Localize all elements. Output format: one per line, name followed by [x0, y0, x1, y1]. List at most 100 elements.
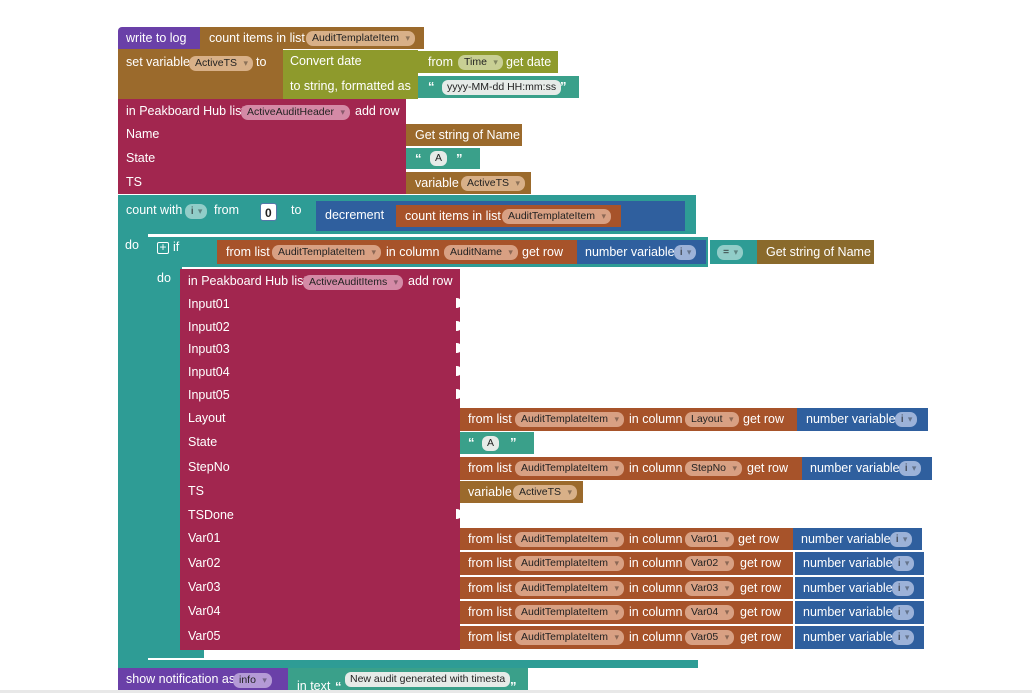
number-variable-dropdown[interactable]: i	[892, 605, 915, 620]
number-variable-dropdown[interactable]: i	[890, 532, 913, 547]
number-variable-dropdown[interactable]: i	[674, 245, 697, 260]
loop-var-dropdown[interactable]: i	[185, 204, 208, 219]
hub-items-add-row-label: add row	[408, 274, 453, 288]
row-var03-number-variable[interactable]: number variable i	[795, 577, 924, 599]
row-layout-number-variable[interactable]: number variable i	[797, 408, 928, 431]
format-label: to string, formatted as	[290, 79, 411, 93]
row-list-dropdown[interactable]: AuditTemplateItem	[515, 581, 624, 596]
row-var03-block[interactable]: from list AuditTemplateItem in column Va…	[460, 577, 793, 599]
open-quote-icon: “	[335, 679, 342, 693]
compare-operator-block[interactable]: =	[710, 240, 757, 264]
write-to-log-block[interactable]: write to log	[118, 27, 200, 49]
show-notification-label: show notification as	[126, 672, 236, 686]
hub-items-add-row-block[interactable]: in Peakboard Hub list ActiveAuditItems a…	[180, 269, 460, 650]
get-row-label: get row	[740, 605, 781, 619]
get-row-label: get row	[740, 581, 781, 595]
time-dropdown[interactable]: Time	[458, 55, 503, 70]
items-state-text-block[interactable]: “ A ”	[460, 432, 534, 454]
from-time-block[interactable]: from Time get date	[418, 51, 558, 73]
header-field-state: State	[126, 151, 156, 165]
from-list-label: from list	[468, 630, 512, 644]
number-variable-dropdown[interactable]: i	[899, 461, 922, 476]
from-label: from	[428, 55, 453, 69]
convert-date-block[interactable]: Convert date to string, formatted as	[283, 50, 418, 99]
row-var01-block[interactable]: from list AuditTemplateItem in column Va…	[460, 528, 793, 550]
condition-list-dropdown[interactable]: AuditTemplateItem	[272, 245, 381, 260]
notification-text-field[interactable]: New audit generated with timesta	[345, 672, 511, 687]
row-column-dropdown[interactable]: Var03	[685, 581, 735, 596]
row-list-dropdown[interactable]: AuditTemplateItem	[515, 461, 624, 476]
show-notification-block[interactable]: show notification as info	[118, 668, 288, 693]
items-variable-ts-block[interactable]: variable ActiveTS	[460, 481, 583, 503]
condition-number-variable-block[interactable]: number variable i	[577, 240, 706, 264]
row-column-dropdown[interactable]: Var02	[685, 556, 735, 571]
items-field-input05: Input05	[188, 388, 230, 402]
notification-type-dropdown[interactable]: info	[233, 673, 272, 688]
items-field-state: State	[188, 435, 218, 449]
set-variable-dropdown[interactable]: ActiveTS	[189, 56, 254, 71]
loop-to-label: to	[291, 203, 302, 217]
row-var02-block[interactable]: from list AuditTemplateItem in column Va…	[460, 552, 793, 575]
condition-row-block[interactable]: from list AuditTemplateItem in column Au…	[217, 240, 577, 264]
decrement-label: decrement	[325, 208, 385, 222]
in-column-label: in column	[629, 630, 683, 644]
hub-header-list-dropdown[interactable]: ActiveAuditHeader	[241, 105, 350, 120]
from-list-label: from list	[468, 605, 512, 619]
number-variable-dropdown[interactable]: i	[892, 581, 915, 596]
row-column-dropdown[interactable]: Layout	[685, 412, 739, 427]
number-variable-dropdown[interactable]: i	[892, 556, 915, 571]
loop-from-value[interactable]: 0	[260, 203, 277, 221]
row-list-dropdown[interactable]: AuditTemplateItem	[515, 605, 624, 620]
get-string-name-block[interactable]: Get string of Name	[406, 124, 522, 146]
condition-column-dropdown[interactable]: AuditName	[444, 245, 518, 260]
row-column-dropdown[interactable]: Var05	[685, 630, 735, 645]
state-text-field[interactable]: A	[430, 151, 448, 166]
state-text-block[interactable]: “ A ”	[406, 148, 480, 169]
hub-header-label: in Peakboard Hub list	[126, 104, 245, 118]
row-list-dropdown[interactable]: AuditTemplateItem	[515, 412, 624, 427]
row-var05-block[interactable]: from list AuditTemplateItem in column Va…	[460, 626, 793, 649]
hub-items-list-dropdown[interactable]: ActiveAuditItems	[303, 275, 404, 290]
row-list-dropdown[interactable]: AuditTemplateItem	[515, 532, 624, 547]
items-field-input03: Input03	[188, 342, 230, 356]
variable-ts-dropdown[interactable]: ActiveTS	[513, 485, 578, 500]
number-variable-dropdown[interactable]: i	[892, 630, 915, 645]
notification-text-block[interactable]: in text “ New audit generated with times…	[288, 668, 528, 693]
get-row-label: get row	[522, 245, 563, 259]
input-socket	[456, 366, 462, 376]
count-list-dropdown[interactable]: AuditTemplateItem	[502, 209, 611, 224]
row-list-dropdown[interactable]: AuditTemplateItem	[515, 556, 624, 571]
row-var02-number-variable[interactable]: number variable i	[795, 552, 924, 575]
input-socket	[456, 298, 462, 308]
row-column-dropdown[interactable]: Var04	[685, 605, 735, 620]
set-variable-block[interactable]: set variable ActiveTS to	[118, 49, 283, 99]
row-list-dropdown[interactable]: AuditTemplateItem	[515, 630, 624, 645]
items-state-text-field[interactable]: A	[482, 436, 500, 451]
compare-get-string-block[interactable]: Get string of Name	[757, 240, 874, 264]
variable-ts-dropdown[interactable]: ActiveTS	[461, 176, 526, 191]
in-column-label: in column	[629, 581, 683, 595]
variable-ts-block[interactable]: variable ActiveTS	[406, 172, 531, 194]
if-mutator-plus-icon[interactable]: +	[157, 241, 169, 254]
row-column-dropdown[interactable]: Var01	[685, 532, 735, 547]
hub-header-add-row-block[interactable]: in Peakboard Hub list ActiveAuditHeader …	[118, 99, 406, 194]
row-column-dropdown[interactable]: StepNo	[685, 461, 743, 476]
count-items-label: count items in list	[209, 31, 305, 45]
row-var01-number-variable[interactable]: number variable i	[793, 528, 922, 550]
date-format-text-block[interactable]: “ yyyy-MM-dd HH:mm:ss ”	[418, 76, 579, 98]
items-field-input04: Input04	[188, 365, 230, 379]
count-list-dropdown[interactable]: AuditTemplateItem	[306, 31, 415, 46]
count-items-block[interactable]: count items in list AuditTemplateItem	[200, 27, 424, 49]
row-stepno-block[interactable]: from list AuditTemplateItem in column St…	[460, 457, 802, 480]
row-layout-block[interactable]: from list AuditTemplateItem in column La…	[460, 408, 797, 431]
decrement-count-items-block[interactable]: count items in list AuditTemplateItem	[396, 205, 621, 227]
row-stepno-number-variable[interactable]: number variable i	[802, 457, 932, 480]
number-variable-dropdown[interactable]: i	[895, 412, 918, 427]
row-var04-number-variable[interactable]: number variable i	[795, 601, 924, 624]
compare-operator-dropdown[interactable]: =	[717, 245, 744, 260]
row-var04-block[interactable]: from list AuditTemplateItem in column Va…	[460, 601, 793, 624]
open-quote-icon: “	[428, 79, 435, 94]
date-format-field[interactable]: yyyy-MM-dd HH:mm:ss	[442, 80, 562, 95]
row-var05-number-variable[interactable]: number variable i	[795, 626, 924, 649]
